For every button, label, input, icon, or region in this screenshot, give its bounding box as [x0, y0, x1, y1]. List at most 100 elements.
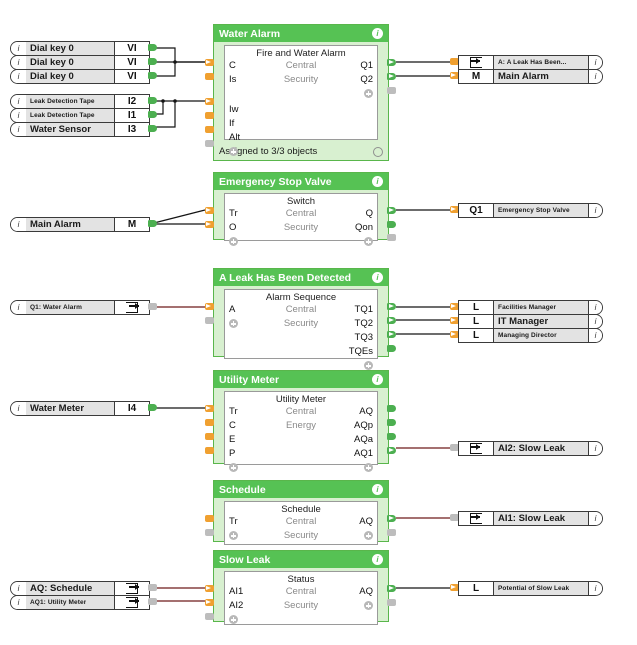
add-input-button[interactable] [229, 147, 238, 156]
add-input-button[interactable] [229, 531, 238, 540]
port-label[interactable]: Tr [229, 208, 238, 219]
input-pin[interactable] [450, 72, 459, 79]
input-pin[interactable] [205, 303, 214, 310]
list-item[interactable]: i Main Alarm M [10, 217, 150, 232]
port-label[interactable]: TQEs [348, 346, 373, 357]
port-label[interactable]: AQp [353, 420, 373, 431]
function-block-emergency-stop-valve[interactable]: Emergency Stop Valve i Switch Tr O Centr… [213, 172, 389, 246]
port-label[interactable]: AQ [359, 516, 373, 527]
info-icon[interactable]: i [588, 70, 602, 83]
input-pin[interactable] [205, 433, 214, 440]
list-item[interactable]: i Water Sensor I3 [10, 122, 150, 137]
port-label[interactable]: O [229, 222, 237, 233]
output-pin[interactable] [148, 111, 157, 118]
output-pin[interactable] [148, 303, 157, 310]
input-pin[interactable] [450, 331, 459, 338]
port-label[interactable]: AI2 [229, 600, 244, 611]
function-block-a-leak-has-been-detected[interactable]: A Leak Has Been Detected i Alarm Sequenc… [213, 268, 389, 370]
port-label[interactable]: AQ [359, 406, 373, 417]
input-pin[interactable] [205, 73, 214, 80]
input-pin[interactable] [205, 59, 214, 66]
output-pin[interactable] [387, 515, 396, 522]
output-pin[interactable] [387, 433, 396, 440]
port-label[interactable]: Is [229, 74, 237, 85]
port-label[interactable]: Q2 [360, 74, 373, 85]
output-pin[interactable] [387, 585, 396, 592]
input-pin[interactable] [205, 126, 214, 133]
info-icon[interactable]: i [11, 301, 26, 314]
info-icon[interactable]: i [11, 56, 26, 69]
input-pin[interactable] [205, 221, 214, 228]
block-footer[interactable]: Assigned to 3/3 objects [214, 144, 388, 159]
info-icon[interactable]: i [11, 402, 26, 415]
function-block-slow-leak[interactable]: Slow Leak i Status AI1 AI2 Central Secur… [213, 550, 389, 625]
list-item[interactable]: L IT Manager i [458, 314, 603, 329]
info-icon[interactable]: i [11, 123, 26, 136]
function-block-schedule[interactable]: Schedule i Schedule Tr Central Security … [213, 480, 389, 545]
port-label[interactable]: Q [365, 208, 373, 219]
output-pin[interactable] [148, 72, 157, 79]
list-item[interactable]: L Potential of Slow Leak i [458, 581, 603, 596]
add-output-button[interactable] [364, 601, 373, 610]
info-icon[interactable]: i [372, 176, 383, 187]
info-icon[interactable]: i [588, 582, 602, 595]
port-label[interactable]: AQ [359, 586, 373, 597]
function-block-water-alarm[interactable]: Water Alarm i Fire and Water Alarm C Is … [213, 24, 389, 161]
input-pin[interactable] [450, 206, 459, 213]
add-output-button[interactable] [364, 361, 373, 370]
output-pin[interactable] [148, 97, 157, 104]
list-item[interactable]: A: A Leak Has Been... i [458, 55, 603, 70]
info-icon[interactable]: i [372, 374, 383, 385]
list-item[interactable]: i Q1: Water Alarm [10, 300, 150, 315]
list-item[interactable]: i AQ: Schedule [10, 581, 150, 596]
input-pin[interactable] [205, 419, 214, 426]
output-pin[interactable] [148, 584, 157, 591]
input-pin[interactable] [450, 317, 459, 324]
input-pin[interactable] [205, 515, 214, 522]
list-item[interactable]: AI2: Slow Leak i [458, 441, 603, 456]
block-header[interactable]: Schedule i [214, 481, 388, 498]
output-pin[interactable] [387, 303, 396, 310]
output-pin[interactable] [387, 405, 396, 412]
output-pin[interactable] [387, 59, 396, 66]
list-item[interactable]: L Managing Director i [458, 328, 603, 343]
list-item[interactable]: i Dial key 0 VI [10, 69, 150, 84]
input-pin[interactable] [450, 303, 459, 310]
info-icon[interactable]: i [11, 42, 26, 55]
output-pin[interactable] [387, 447, 396, 454]
add-output-button[interactable] [364, 531, 373, 540]
port-label[interactable]: Qon [355, 222, 373, 233]
block-header[interactable]: Water Alarm i [214, 25, 388, 42]
output-pin[interactable] [387, 419, 396, 426]
output-pin[interactable] [148, 598, 157, 605]
add-output-button[interactable] [364, 463, 373, 472]
input-pin[interactable] [205, 98, 214, 105]
port-label[interactable]: Alt [229, 132, 241, 143]
info-icon[interactable]: i [588, 442, 602, 455]
output-pin[interactable] [387, 87, 396, 94]
port-label[interactable]: TQ2 [354, 318, 373, 329]
output-pin[interactable] [387, 317, 396, 324]
output-pin[interactable] [148, 58, 157, 65]
add-input-button[interactable] [229, 237, 238, 246]
output-pin[interactable] [387, 599, 396, 606]
input-pin[interactable] [205, 613, 214, 620]
list-item[interactable]: M Main Alarm i [458, 69, 603, 84]
list-item[interactable]: i AQ1: Utility Meter [10, 595, 150, 610]
info-icon[interactable]: i [372, 484, 383, 495]
port-label[interactable]: Iw [229, 104, 239, 115]
output-pin[interactable] [148, 404, 157, 411]
add-output-button[interactable] [364, 89, 373, 98]
output-pin[interactable] [387, 331, 396, 338]
list-item[interactable]: i Leak Detection Tape I1 [10, 108, 150, 123]
list-item[interactable]: i Leak Detection Tape I2 [10, 94, 150, 109]
info-icon[interactable]: i [588, 204, 602, 217]
info-icon[interactable]: i [11, 70, 26, 83]
port-label[interactable]: Tr [229, 406, 238, 417]
output-pin[interactable] [148, 125, 157, 132]
info-icon[interactable]: i [588, 512, 602, 525]
info-icon[interactable]: i [372, 554, 383, 565]
input-pin[interactable] [450, 58, 459, 65]
port-label[interactable]: P [229, 448, 236, 459]
output-pin[interactable] [387, 345, 396, 352]
